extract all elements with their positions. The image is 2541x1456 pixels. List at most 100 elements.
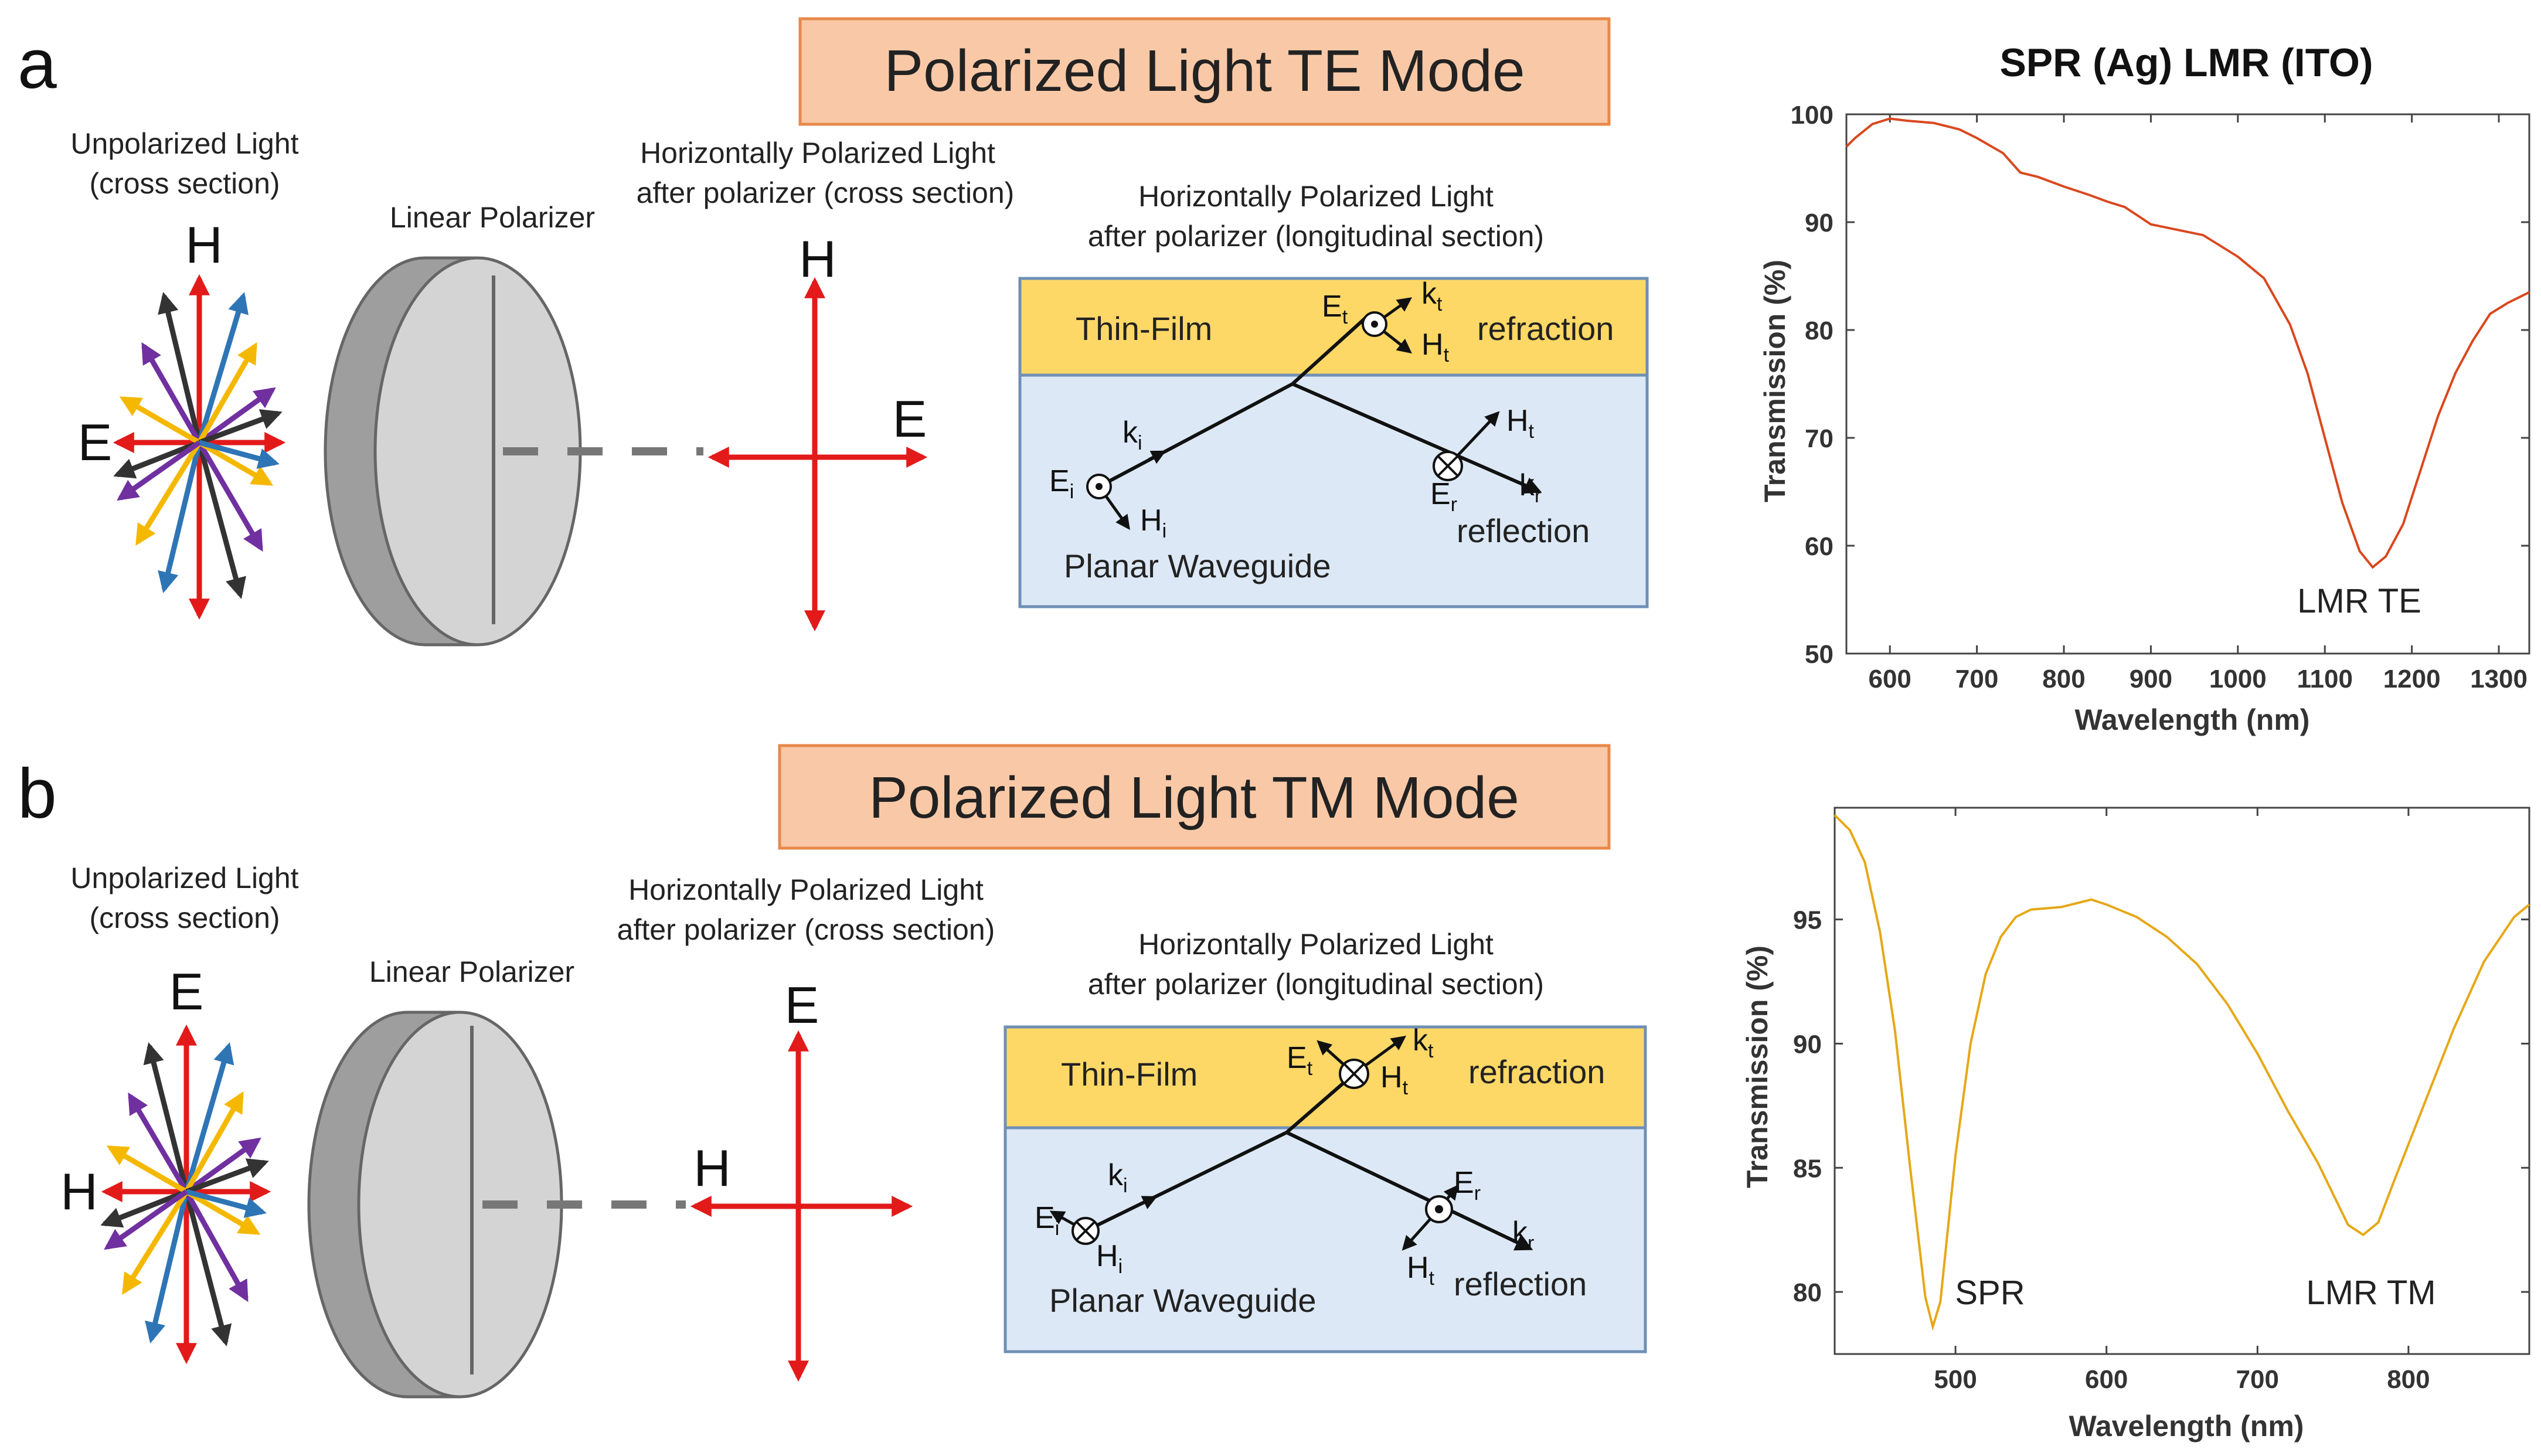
chart-tm-y-tick-label: 90 <box>1793 1030 1822 1059</box>
chart-tm-ylabel: Transmission (%) <box>1741 945 1774 1188</box>
chart-tm-y-tick-label: 95 <box>1793 906 1822 935</box>
arrow-purple <box>117 440 201 501</box>
arrow-gold <box>135 441 202 546</box>
refraction-label: refraction <box>1477 310 1614 347</box>
arrow-purple <box>104 1189 188 1250</box>
chart-tm-annotation-spr: SPR <box>1955 1274 2025 1312</box>
arrow-black <box>158 291 202 444</box>
k-i-label: ki <box>1122 416 1142 454</box>
chart-te-annotation: LMR TE <box>2297 582 2421 620</box>
panel-b: b Polarized Light TM Mode Unpolarized Li… <box>18 744 1647 1399</box>
chart-te-series-line <box>1845 117 2530 569</box>
arrow-blue <box>185 1189 267 1218</box>
chart-te: SPR (Ag) LMR (ITO) Wavelength (nm) Trans… <box>1758 40 2530 736</box>
arrow-black <box>100 1189 188 1228</box>
chart-te-x-tick-label: 1000 <box>2209 665 2267 693</box>
thin-film-label: Thin-Film <box>1076 310 1212 347</box>
cross-label-b-1: Horizontally Polarized Light <box>628 873 984 906</box>
thin-film-label: Thin-Film <box>1061 1056 1198 1093</box>
chart-tm: Wavelength (nm) Transmission (%) SPR LMR… <box>1741 807 2530 1443</box>
cross-top-label-b: E <box>785 976 819 1034</box>
arrow-gold <box>122 1190 189 1295</box>
chart-te-y-tick-label: 100 <box>1791 101 1834 130</box>
chart-tm-xlabel: Wavelength (nm) <box>2069 1410 2304 1443</box>
panel-a-label: a <box>18 25 57 103</box>
arrow-blue <box>145 1190 189 1344</box>
reflection-label: reflection <box>1454 1266 1587 1302</box>
waveguide-layer <box>1004 1126 1647 1353</box>
arrow-purple <box>197 441 263 552</box>
chart-te-x-tick-label: 900 <box>2130 665 2172 693</box>
chart-te-y-tick-label: 90 <box>1805 209 1834 237</box>
arrow-purple <box>185 1137 261 1194</box>
k-t-label: kt <box>1421 277 1443 315</box>
reflection-label: reflection <box>1457 512 1590 549</box>
field-in-symbol <box>1071 1217 1100 1245</box>
title-box-a <box>798 17 1611 126</box>
arrow-black <box>198 409 283 445</box>
arrow-black <box>196 441 246 599</box>
chart-te-x-tick-label: 600 <box>1868 665 1911 693</box>
h-r-label: Ht <box>1506 404 1535 443</box>
long-label-a-1: Horizontally Polarized Light <box>1138 180 1494 213</box>
chart-te-plot-frame <box>1845 113 2530 655</box>
chart-tm-x-tick-label: 800 <box>2387 1365 2430 1394</box>
cross-label-a-1: Horizontally Polarized Light <box>640 137 995 169</box>
arrow-gold <box>197 342 257 444</box>
unpol-left-label-b: H <box>60 1162 98 1220</box>
chart-tm-x-tick-label: 500 <box>1934 1365 1977 1394</box>
chart-te-y-tick-label: 50 <box>1805 640 1834 669</box>
arrow-purple <box>141 342 202 444</box>
field-out-symbol <box>1362 311 1387 337</box>
cross-right-label-a: E <box>893 390 927 448</box>
h-t-label: Ht <box>1380 1060 1409 1099</box>
title-box-b <box>778 744 1611 850</box>
e-t-label: Et <box>1322 290 1348 328</box>
panel-b-label: b <box>18 754 57 833</box>
refraction-label: refraction <box>1468 1053 1605 1090</box>
arrow-gold <box>119 396 201 445</box>
title-b: Polarized Light TM Mode <box>869 765 1519 831</box>
unpolarized-arrows-b <box>100 1024 271 1365</box>
arrow-gold <box>185 1189 261 1235</box>
chart-te-x-tick-label: 700 <box>1955 665 1998 693</box>
h-r-label: Ht <box>1407 1251 1435 1290</box>
arrow-blue <box>158 441 202 594</box>
k-i-arrow <box>1148 450 1166 464</box>
polarized-cross-b <box>690 1030 913 1382</box>
arrow-black <box>185 1158 269 1195</box>
k-r-label: kr <box>1519 468 1541 507</box>
chart-tm-x-tick-label: 600 <box>2085 1365 2128 1394</box>
long-label-b-2: after polarizer (longitudinal section) <box>1088 968 1544 1001</box>
unpolarized-label-b-1: Unpolarized Light <box>70 862 298 894</box>
unpolarized-arrows-a <box>113 274 286 620</box>
h-t-label: Ht <box>1421 328 1450 366</box>
unpolarized-label-a-2: (cross section) <box>89 167 280 200</box>
chart-te-xlabel: Wavelength (nm) <box>2075 703 2310 736</box>
incident-ray <box>1098 382 1294 488</box>
arrow-purple <box>128 1092 189 1193</box>
waveguide-diagram-b: Thin-Film refraction reflection Planar W… <box>1004 1023 1647 1353</box>
k-r-label: kr <box>1512 1216 1534 1254</box>
chart-tm-y-tick-label: 85 <box>1793 1154 1822 1183</box>
chart-tm-plot-frame <box>1834 807 2530 1355</box>
e-i-label: Ei <box>1049 464 1074 503</box>
arrow-black <box>183 1190 232 1346</box>
unpol-top-label-a: H <box>185 216 223 274</box>
polarizer-label-a: Linear Polarizer <box>390 201 595 234</box>
waveguide-diagram-a: Thin-Film refraction reflection Planar W… <box>1018 277 1649 608</box>
arrow-gold <box>184 1091 244 1193</box>
reflected-ray <box>1291 382 1542 494</box>
chart-te-x-tick-label: 1200 <box>2383 665 2441 693</box>
refracted-ray <box>1291 316 1368 386</box>
arrow-gold <box>106 1145 188 1194</box>
cross-left-label-b: H <box>693 1139 731 1197</box>
cross-label-b-2: after polarizer (cross section) <box>617 913 995 946</box>
title-a: Polarized Light TE Mode <box>884 38 1525 104</box>
chart-tm-y-tick-label: 80 <box>1793 1278 1822 1307</box>
reflected-ray <box>1285 1131 1533 1251</box>
linear-polarizer-b <box>307 1011 563 1399</box>
arrow-purple <box>184 1190 249 1302</box>
cross-top-label-a: H <box>799 230 836 288</box>
